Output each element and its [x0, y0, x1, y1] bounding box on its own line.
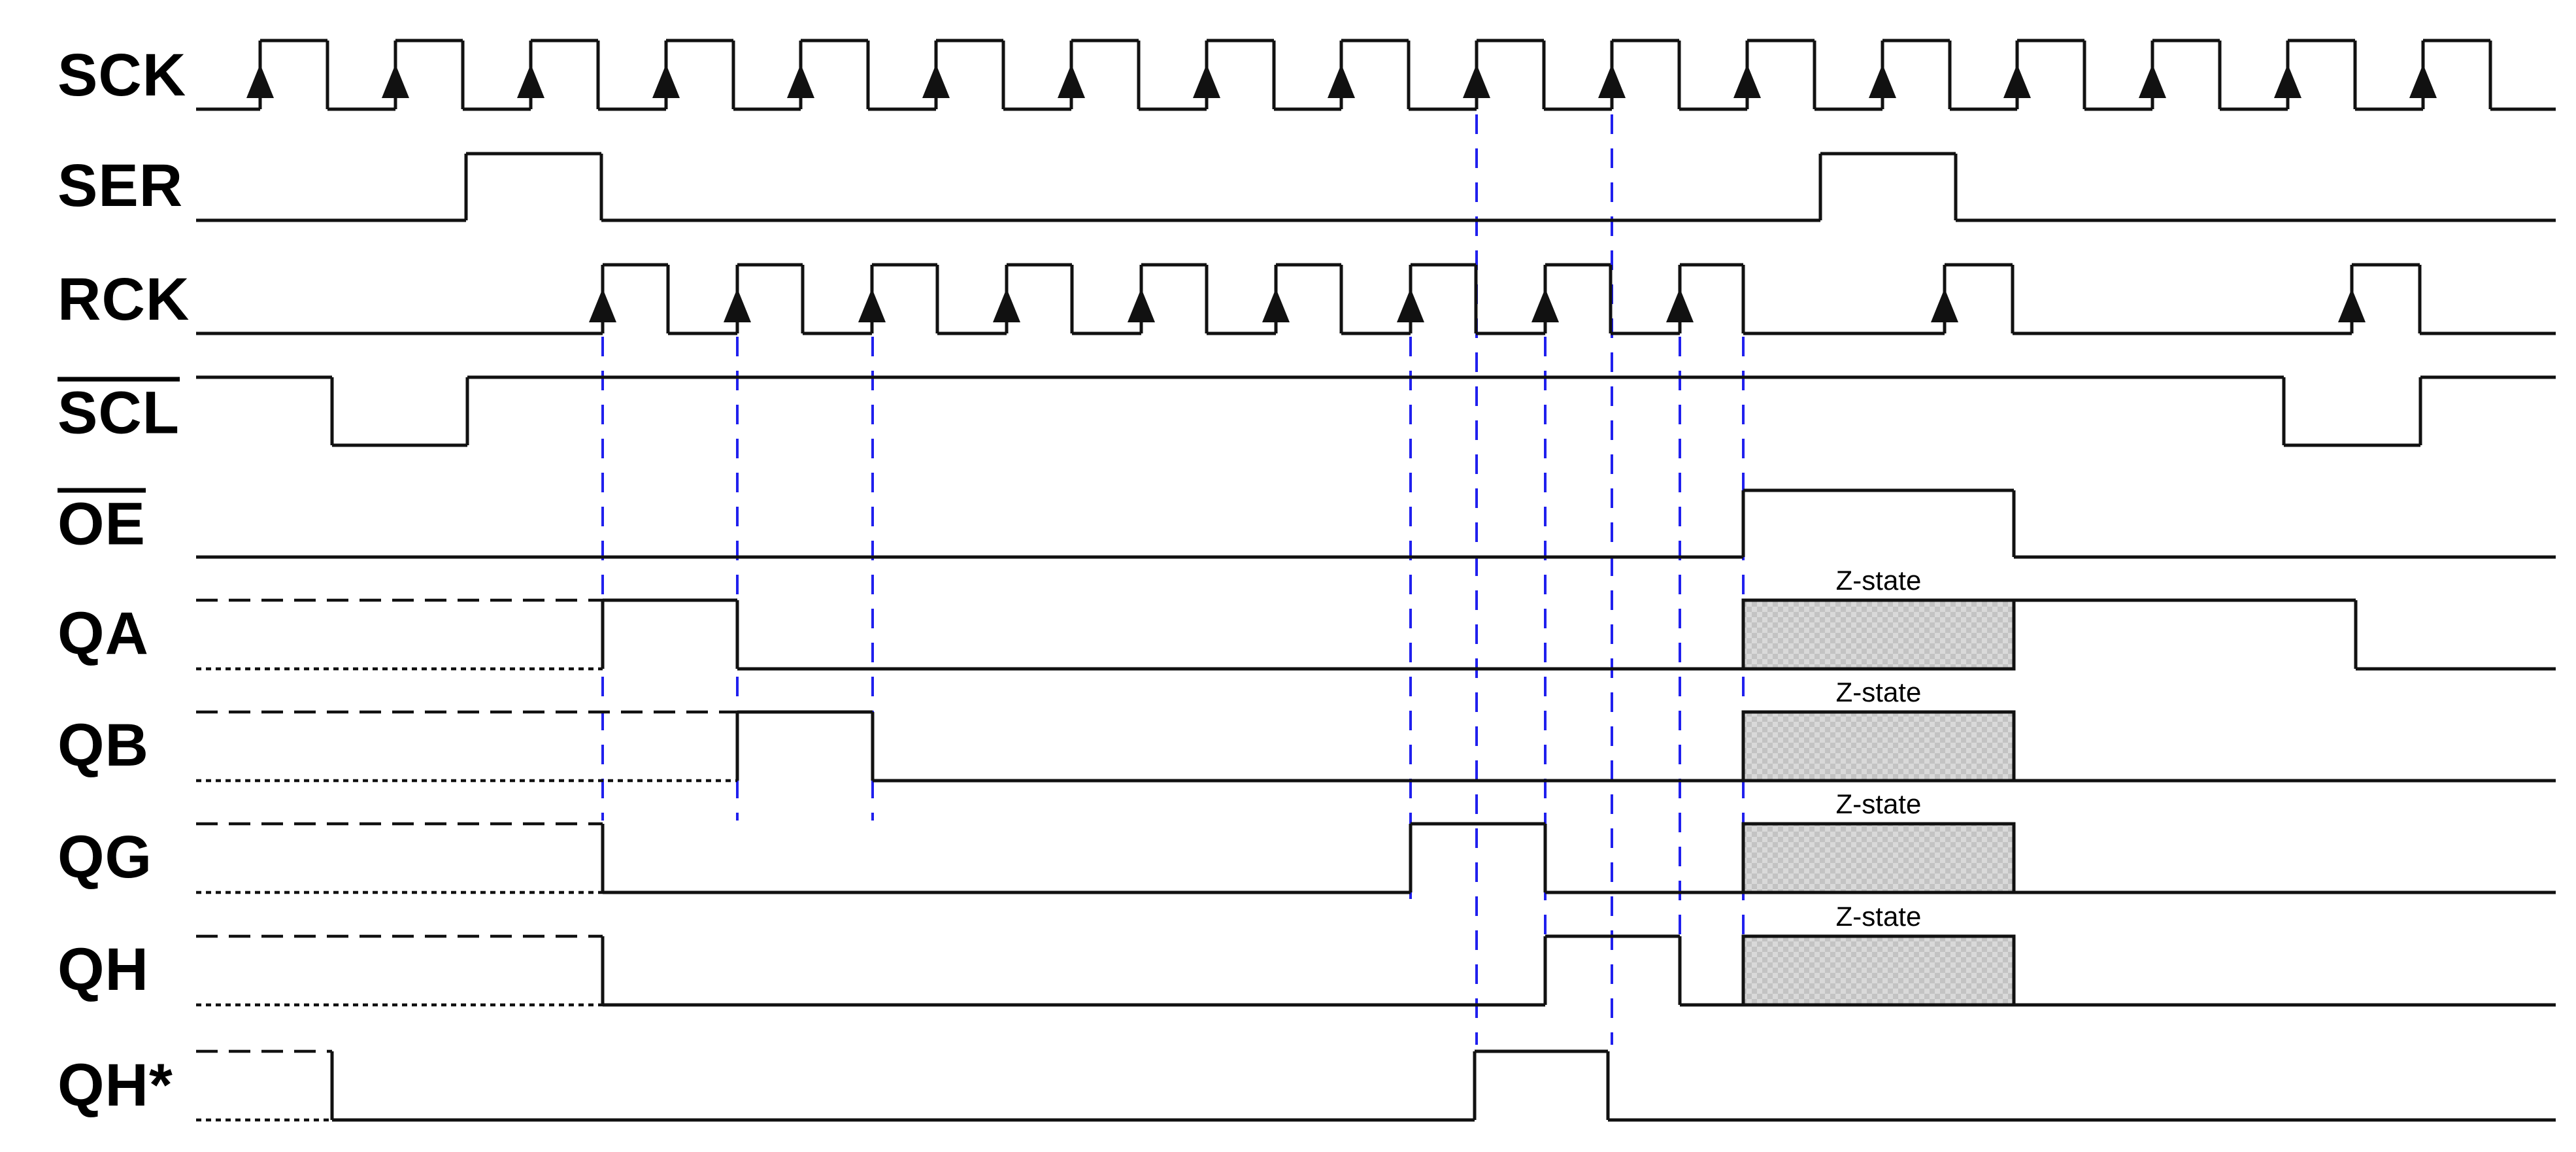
sck-rising-edge-arrow-icon: [922, 64, 950, 98]
sck-rising-edge-arrow-icon: [1463, 64, 1490, 98]
qa-z-state-label: Z-state: [1836, 565, 1922, 596]
rck-rising-edge-arrow-icon: [1531, 288, 1559, 322]
qg-z-state-label: Z-state: [1836, 788, 1922, 819]
sck-rising-edge-arrow-icon: [787, 64, 814, 98]
qa-z-state-box: [1741, 598, 2016, 671]
rck-rising-edge-arrow-icon: [858, 288, 886, 322]
rck-rising-edge-arrow-icon: [1666, 288, 1694, 322]
sck-rising-edge-arrow-icon: [1058, 64, 1085, 98]
qh-z-state-box: [1741, 934, 2016, 1007]
signal-label-qh: QH: [58, 936, 149, 1003]
signal-label-rck: RCK: [58, 266, 190, 333]
sck-rising-edge-arrow-icon: [1733, 64, 1761, 98]
signal-label-qg: QG: [58, 824, 153, 890]
rck-rising-edge-arrow-icon: [1397, 288, 1424, 322]
sck-rising-edge-arrow-icon: [2003, 64, 2031, 98]
rck-rising-edge-arrow-icon: [2338, 288, 2366, 322]
sck-rising-edge-arrow-icon: [1598, 64, 1626, 98]
sck-rising-edge-arrow-icon: [1193, 64, 1220, 98]
signal-label-qhstar: QH*: [58, 1052, 173, 1119]
signal-label-scl: SCL: [58, 377, 180, 443]
signal-label-qb: QB: [58, 712, 149, 779]
qb-z-state-box: [1741, 710, 2016, 783]
rck-rising-edge-arrow-icon: [1262, 288, 1290, 322]
rck-rising-edge-arrow-icon: [993, 288, 1020, 322]
sck-rising-edge-arrow-icon: [246, 64, 274, 98]
rck-rising-edge-arrow-icon: [1128, 288, 1155, 322]
sck-rising-edge-arrow-icon: [652, 64, 680, 98]
rck-rising-edge-arrow-icon: [1931, 288, 1958, 322]
qg-z-state-box: [1741, 822, 2016, 894]
signal-label-qa: QA: [58, 600, 149, 667]
sck-rising-edge-arrow-icon: [517, 64, 544, 98]
sck-rising-edge-arrow-icon: [382, 64, 409, 98]
sck-rising-edge-arrow-icon: [2409, 64, 2437, 98]
qh-z-state-label: Z-state: [1836, 901, 1922, 932]
sck-rising-edge-arrow-icon: [2274, 64, 2301, 98]
signal-label-ser: SER: [58, 152, 184, 219]
sck-rising-edge-arrow-icon: [1869, 64, 1896, 98]
sck-rising-edge-arrow-icon: [1328, 64, 1355, 98]
rck-rising-edge-arrow-icon: [724, 288, 751, 322]
signal-label-sck: SCK: [58, 42, 187, 109]
rck-rising-edge-arrow-icon: [589, 288, 616, 322]
sck-rising-edge-arrow-icon: [2139, 64, 2166, 98]
qb-z-state-label: Z-state: [1836, 677, 1922, 707]
signal-label-oe: OE: [58, 488, 146, 554]
